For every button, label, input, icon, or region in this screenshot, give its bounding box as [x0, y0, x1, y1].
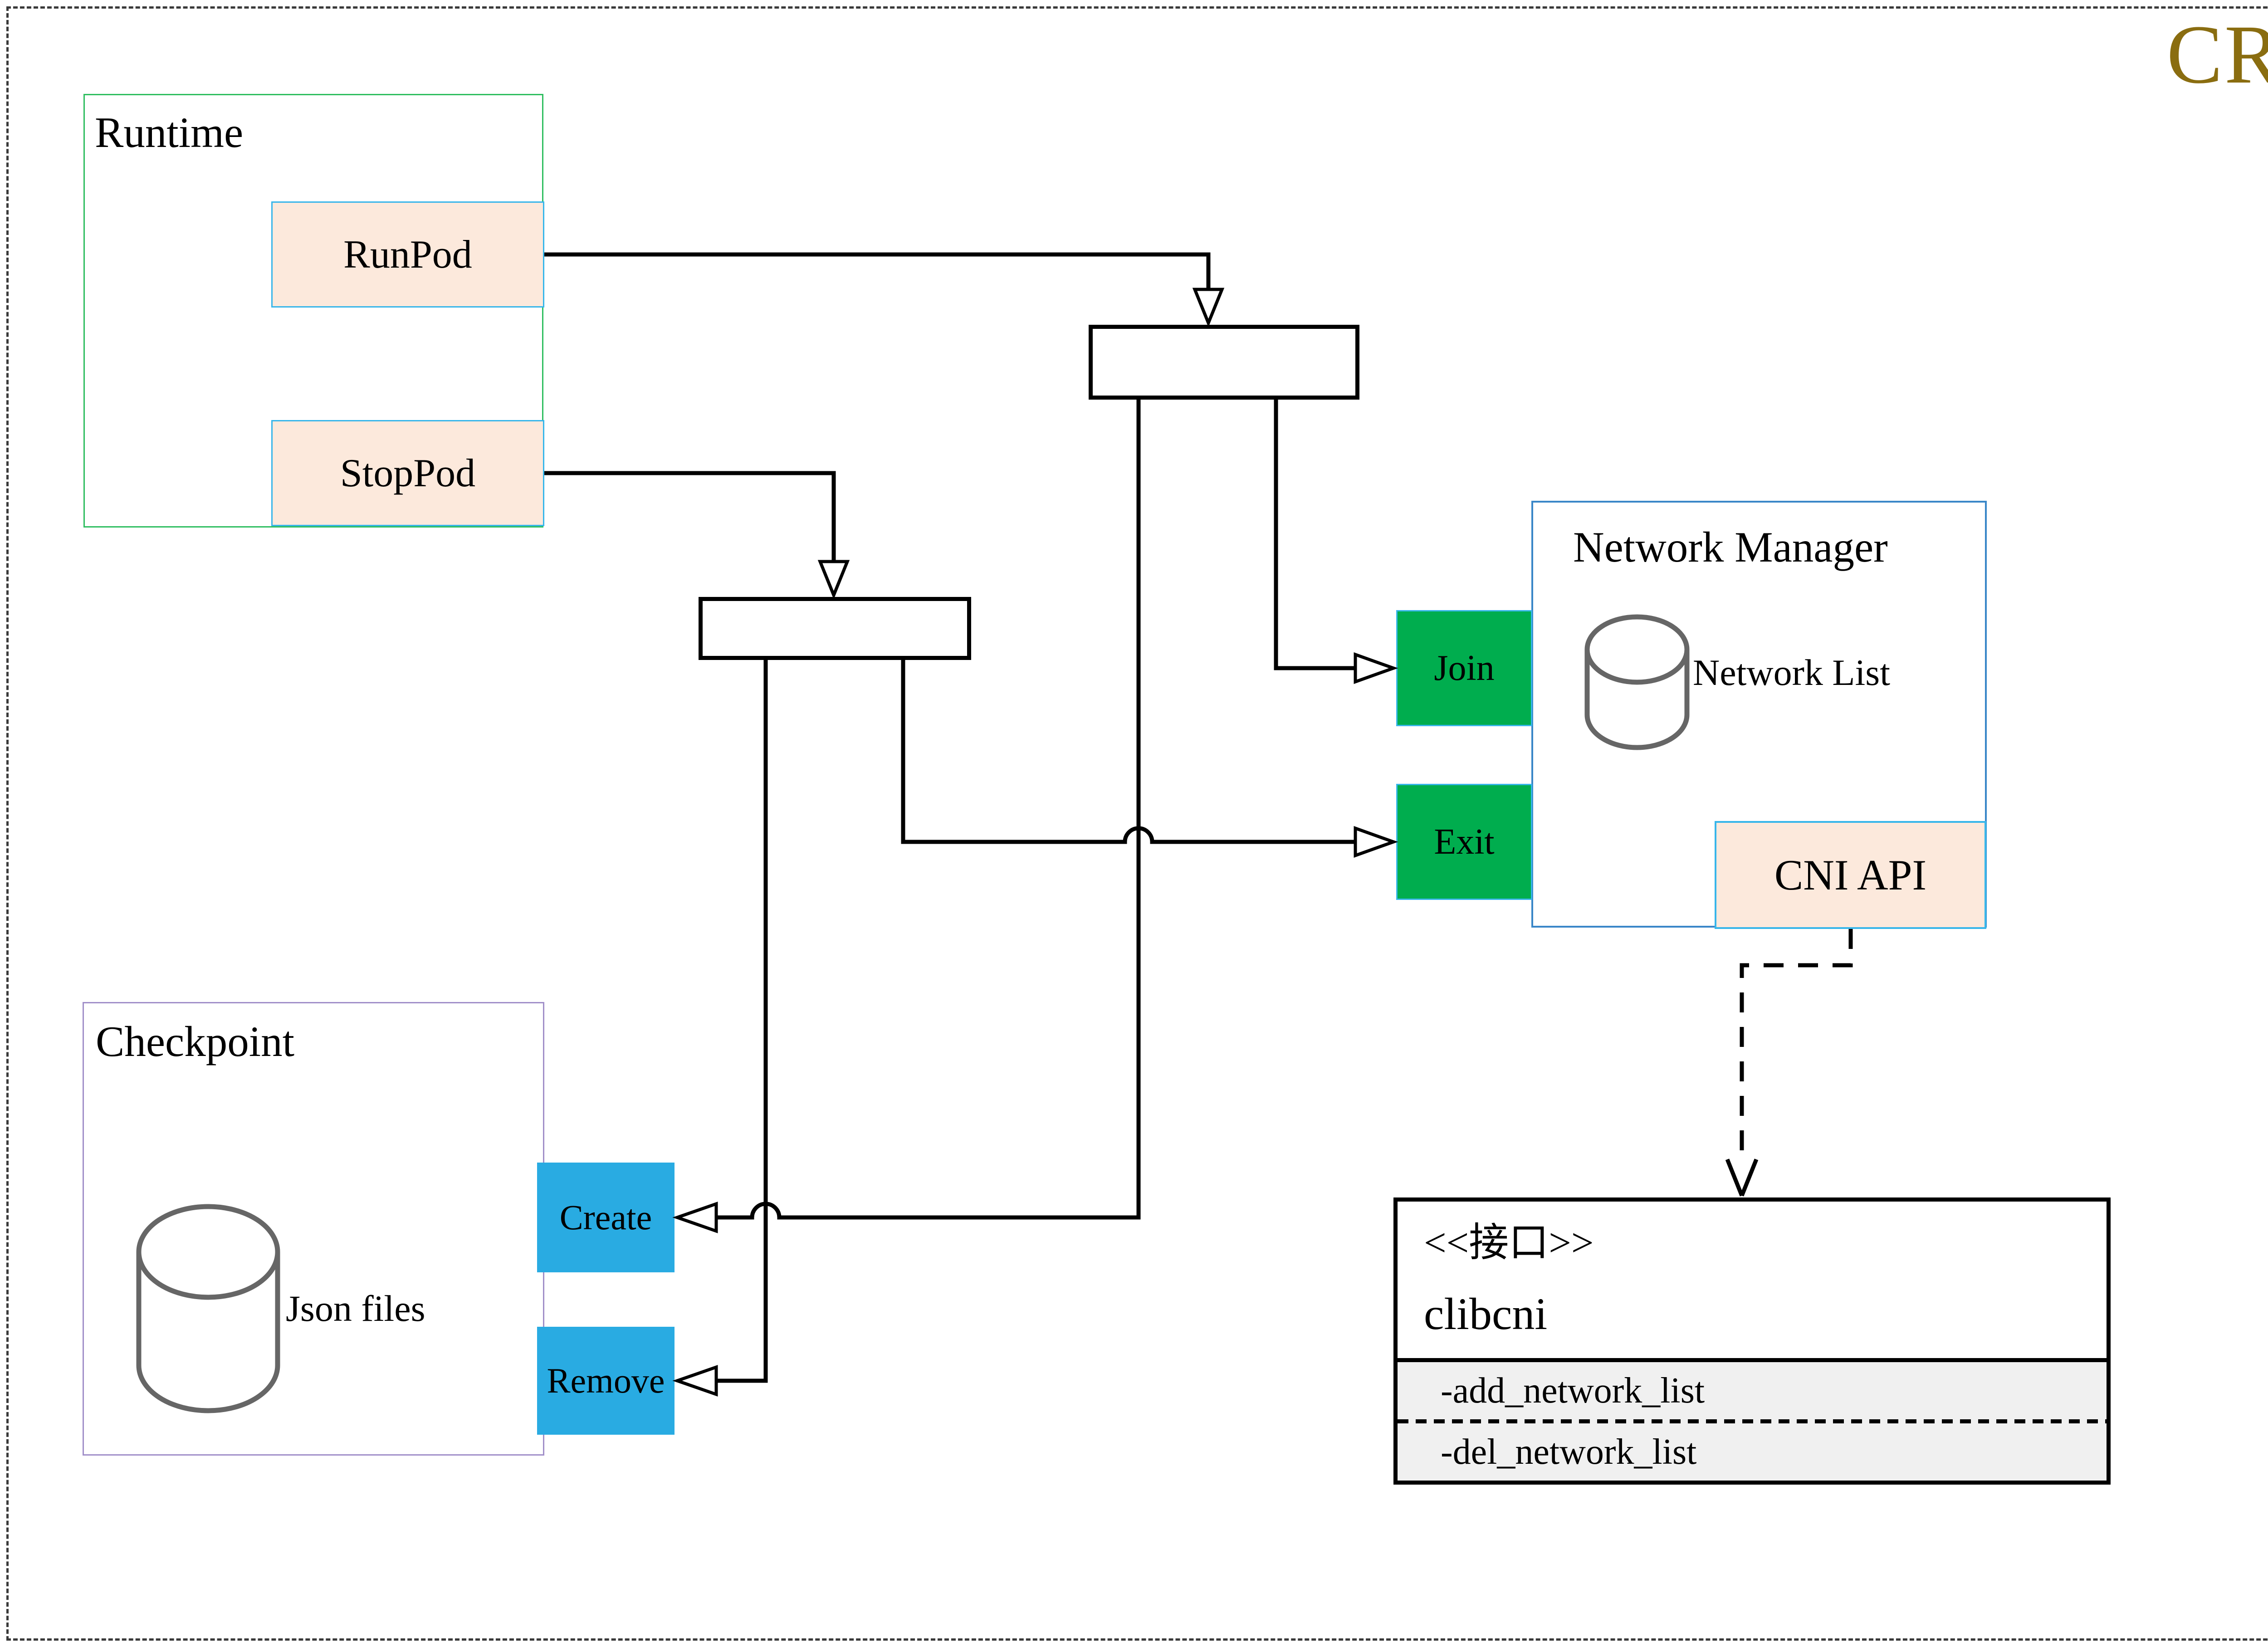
clibcni-header: <<接口>> clibcni: [1398, 1202, 2107, 1358]
runtime-group-box: Runtime: [83, 94, 543, 528]
interface-name-label: clibcni: [1424, 1288, 1548, 1339]
stoppod-node: StopPod: [271, 420, 544, 526]
network-manager-title: Network Manager: [1573, 523, 1888, 571]
method-del-network-list: -del_network_list: [1441, 1432, 1697, 1472]
clibcni-methods-section: -add_network_list -del_network_list: [1398, 1358, 2107, 1481]
remove-node: Remove: [537, 1327, 675, 1435]
cni-api-node: CNI API: [1715, 821, 1986, 929]
method-divider: [1398, 1419, 2107, 1423]
create-node: Create: [537, 1163, 675, 1272]
runtime-title: Runtime: [95, 108, 244, 156]
junction-box-top: [1089, 325, 1359, 400]
json-files-label: Json files: [286, 1288, 425, 1329]
checkpoint-title: Checkpoint: [96, 1017, 294, 1065]
clibcni-interface-box: <<接口>> clibcni -add_network_list -del_ne…: [1393, 1197, 2111, 1485]
method-add-network-list: -add_network_list: [1441, 1370, 1705, 1411]
exit-node: Exit: [1396, 784, 1532, 900]
page-dashed-border: [6, 6, 2268, 1641]
checkpoint-group-box: Checkpoint: [83, 1002, 544, 1456]
interface-stereotype-label: <<接口>>: [1424, 1221, 1594, 1265]
join-node: Join: [1396, 610, 1532, 726]
junction-box-middle: [699, 597, 971, 660]
network-list-label: Network List: [1693, 652, 1890, 693]
runpod-node: RunPod: [271, 201, 544, 308]
page-title: CRI: [2166, 8, 2268, 101]
